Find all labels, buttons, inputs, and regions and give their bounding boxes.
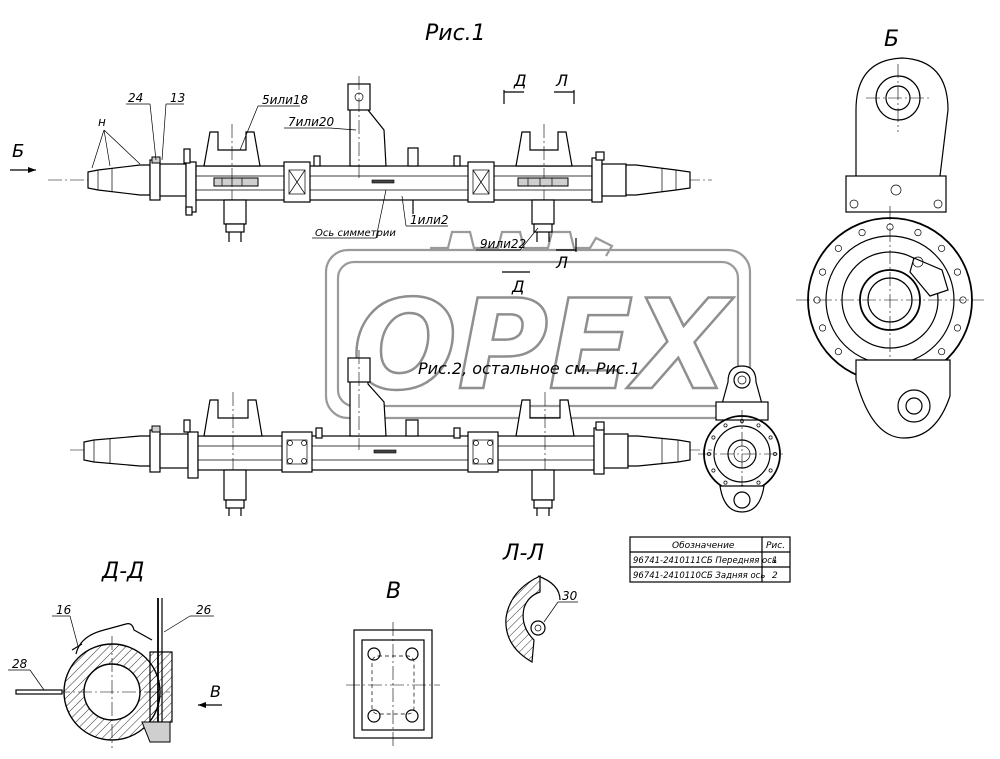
bolt-hole (768, 468, 773, 473)
bolt-hole (756, 423, 761, 428)
spec-row-designation: 96741-2410111СБ Передняя ось (633, 556, 777, 566)
callout-1: 1или2 (410, 213, 449, 227)
spec-row-designation: 96741-2410110СБ Задняя ось (633, 571, 765, 581)
section-l-top: Л (555, 71, 568, 90)
watermark-text: OPEX (352, 274, 734, 418)
view-b-hub (796, 57, 984, 439)
bolt-hole (768, 435, 773, 440)
bolt-hole (834, 348, 842, 356)
callout-13: 13 (170, 91, 185, 105)
rear-axle-drawing (70, 350, 712, 516)
callout-26: 26 (196, 603, 212, 617)
bolt-hole (938, 348, 946, 356)
watermark: OPEX (324, 230, 752, 419)
spec-header-designation: Обозначение (672, 541, 735, 551)
callout-7: 7или20 (288, 115, 335, 129)
callout-n: н (98, 115, 106, 129)
spec-table: Обозначение Рис. 96741-2410111СБ Передня… (629, 536, 791, 583)
bolt-hole (740, 419, 744, 423)
callout-28: 28 (12, 657, 28, 671)
view-v-arrow-label: В (210, 682, 221, 701)
small-hub-view (698, 365, 786, 513)
spec-header-fig: Рис. (766, 541, 785, 551)
callout-24: 24 (128, 91, 143, 105)
callout-5: 5или18 (262, 93, 309, 107)
fig2-title: Рис.2, остальное см. Рис.1 (418, 359, 640, 378)
front-axle-drawing: Б (10, 71, 712, 296)
bolt-hole (959, 296, 967, 304)
bolt-hole (756, 480, 761, 485)
view-dd-title: Д-Д (101, 559, 144, 584)
bolt-hole (813, 296, 821, 304)
bolt-hole (773, 452, 777, 456)
section-d-top: Д (513, 71, 527, 90)
section-ll-view: 30 (505, 575, 578, 663)
view-b-arrow-label: Б (12, 141, 24, 162)
bolt-hole (953, 324, 961, 332)
fig1-title: Рис.1 (425, 21, 486, 46)
section-d-bottom: Д (511, 277, 525, 296)
bolt-hole (819, 268, 827, 276)
watermark-inner-frame (336, 260, 740, 408)
section-l-bottom: Л (555, 253, 568, 272)
watermark-gear (430, 230, 614, 257)
bolt-hole (858, 229, 866, 237)
view-v-title: В (386, 579, 401, 604)
view-ll-title: Л-Л (502, 541, 544, 566)
callout-axis: Ось симметрии (315, 228, 396, 239)
bolt-hole (819, 324, 827, 332)
bolt-hole (707, 452, 711, 456)
callout-30: 30 (562, 589, 578, 603)
bolt-hole (711, 468, 716, 473)
callout-9: 9или22 (480, 237, 526, 251)
bolt-hole (834, 244, 842, 252)
callout-16: 16 (56, 603, 72, 617)
bolt-hole (914, 229, 922, 237)
bolt-hole (938, 244, 946, 252)
view-b-title: Б (884, 27, 899, 52)
spec-row-fig: 2 (772, 571, 778, 581)
view-v-plate (346, 622, 440, 746)
section-dd-view: 16 26 28 В (8, 598, 222, 748)
bolt-hole (886, 223, 894, 231)
spec-row-fig: 1 (772, 556, 778, 566)
bolt-hole (953, 268, 961, 276)
bolt-hole (723, 423, 728, 428)
bolt-hole (723, 480, 728, 485)
bolt-hole (711, 435, 716, 440)
